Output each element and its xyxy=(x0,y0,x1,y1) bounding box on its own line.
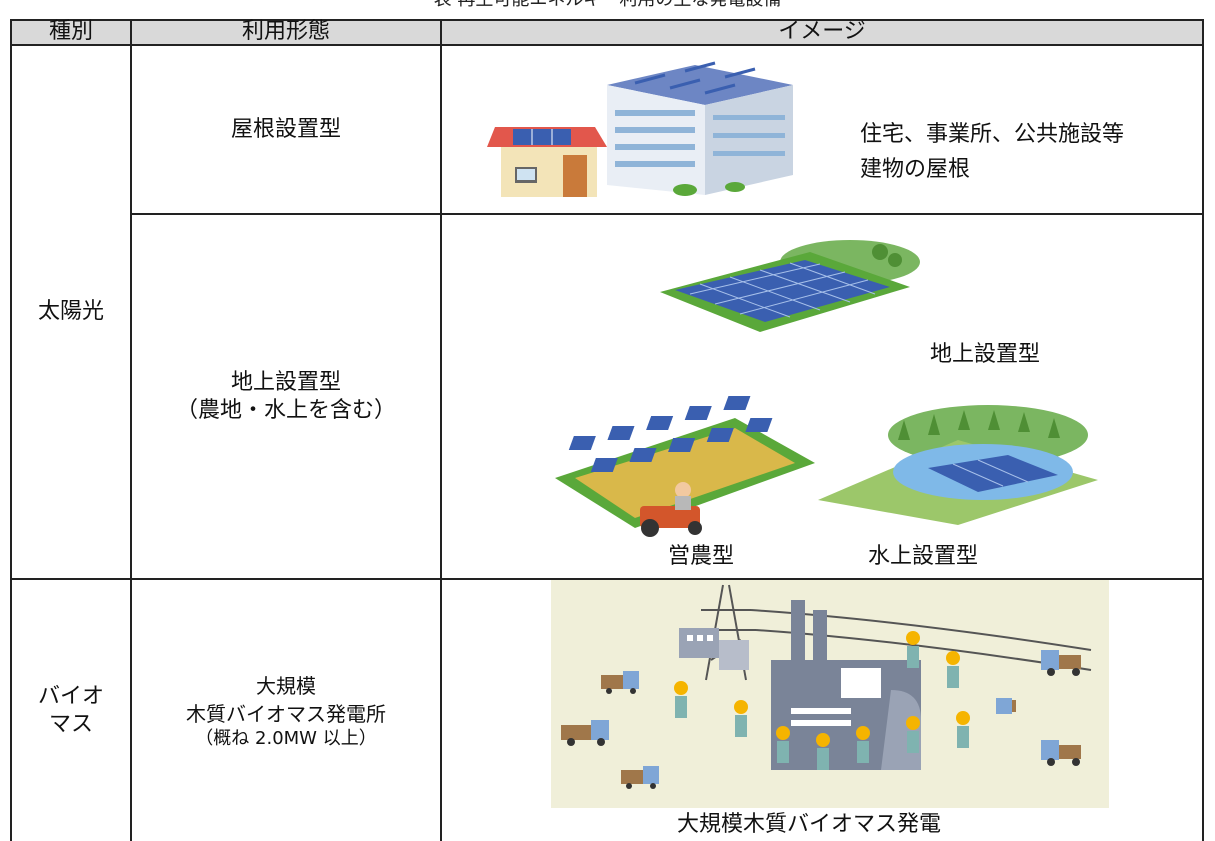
roof-desc-line2: 建物の屋根 xyxy=(860,157,971,182)
grid-line xyxy=(10,44,1204,46)
usage-ground: 地上設置型 （農地・水上を含む） xyxy=(132,215,440,578)
label-water: 水上設置型 xyxy=(868,544,979,569)
grid-line xyxy=(440,19,442,841)
label-farm: 営農型 xyxy=(668,544,735,569)
usage-biomass-line3: （概ね 2.0MW 以上） xyxy=(195,727,377,749)
biomass-image-caption: 大規模木質バイオマス発電 xyxy=(677,812,942,837)
header-usage: 利用形態 xyxy=(241,19,330,44)
biomass-plant-illustration xyxy=(551,580,1109,808)
farm-solar-illustration xyxy=(555,396,815,537)
grid-line xyxy=(10,19,12,841)
usage-biomass-line2: 木質バイオマス発電所 xyxy=(186,701,386,726)
header-row-bg xyxy=(10,20,1203,44)
usage-biomass: 大規模 木質バイオマス発電所 （概ね 2.0MW 以上） xyxy=(132,580,440,841)
roof-desc-line1: 住宅、事業所、公共施設等 xyxy=(860,122,1125,147)
grid-line xyxy=(10,578,1204,580)
water-solar-illustration xyxy=(818,405,1098,525)
header-type: 種別 xyxy=(48,19,93,44)
label-ground: 地上設置型 xyxy=(930,342,1041,367)
usage-ground-line2: （農地・水上を含む） xyxy=(175,397,396,423)
grid-line xyxy=(130,213,1204,215)
truck xyxy=(561,650,1081,784)
grid-line xyxy=(130,19,132,841)
type-biomass-line1: バイオ xyxy=(37,683,104,709)
roof-solar-illustration xyxy=(487,61,793,197)
header-image: イメージ xyxy=(778,19,866,44)
grid-line xyxy=(1202,19,1204,841)
grid-line xyxy=(10,19,1204,21)
ground-solar-illustration xyxy=(660,240,920,332)
type-solar: 太陽光 xyxy=(37,299,104,324)
type-biomass: バイオ マス xyxy=(12,580,130,841)
usage-ground-line1: 地上設置型 xyxy=(230,369,341,395)
usage-roof: 屋根設置型 xyxy=(230,116,341,142)
table-caption: 表 再生可能エネルギー利用の主な発電設備 xyxy=(0,0,1215,10)
type-biomass-line2: マス xyxy=(48,711,93,737)
usage-biomass-line1: 大規模 xyxy=(256,673,316,698)
